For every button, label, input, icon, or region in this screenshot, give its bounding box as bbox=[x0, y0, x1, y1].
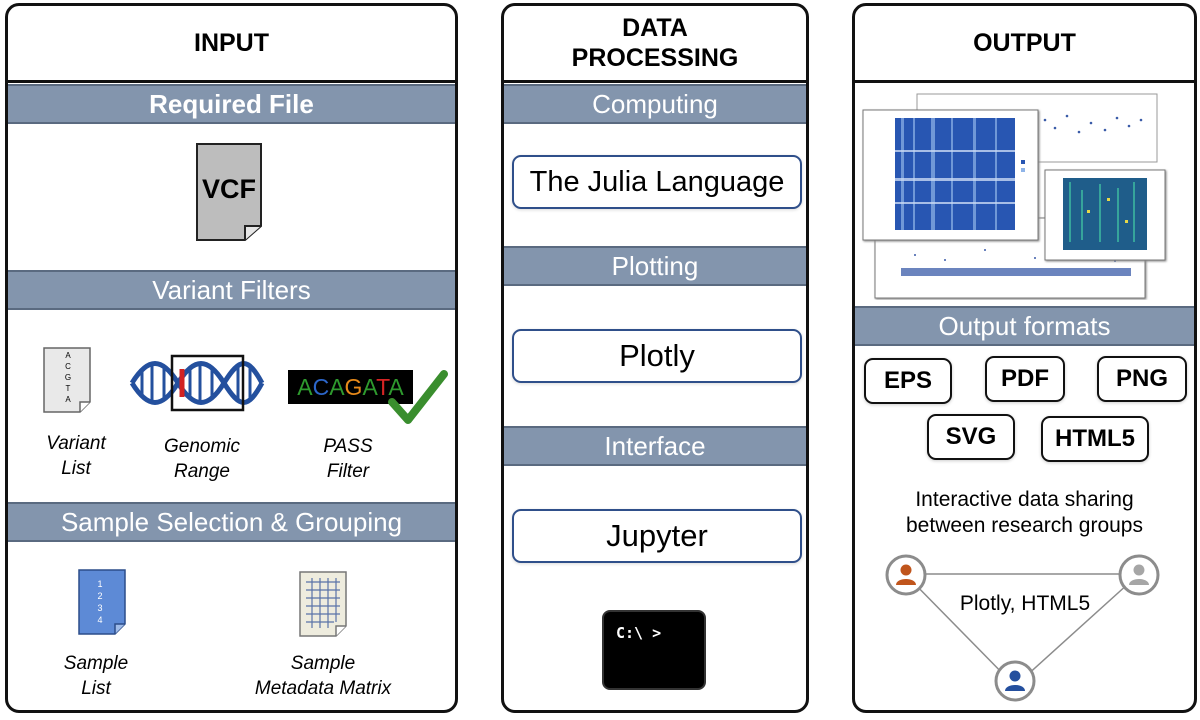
variant-list-letter: G bbox=[64, 373, 72, 382]
vcf-label: VCF bbox=[202, 174, 256, 204]
dna-helix-icon bbox=[128, 351, 266, 415]
sharing-text-line1: Interactive data sharing bbox=[915, 488, 1134, 511]
sample-matrix-caption-line1: Sample bbox=[290, 653, 356, 674]
pass-sequence: ACAGATA bbox=[297, 374, 404, 401]
interface-band: Interface bbox=[504, 426, 806, 466]
pass-filter-caption-line1: PASS bbox=[323, 436, 373, 457]
required-file-band: Required File bbox=[8, 84, 455, 124]
user-gray-icon bbox=[1118, 554, 1160, 596]
metadata-matrix-doc-icon bbox=[298, 570, 348, 638]
sample-selection-band: Sample Selection & Grouping bbox=[8, 502, 455, 542]
vcf-file-icon bbox=[195, 142, 263, 242]
input-title: INPUT bbox=[8, 6, 455, 83]
sharing-text-line2: between research groups bbox=[906, 514, 1143, 537]
terminal-icon: C:\ > bbox=[602, 610, 706, 690]
sample-list-caption-line2: List bbox=[81, 678, 111, 699]
pass-filter-caption: PASS Filter bbox=[298, 434, 398, 484]
genomic-range-caption-line2: Range bbox=[174, 461, 230, 482]
sample-matrix-caption-line2: Metadata Matrix bbox=[254, 678, 392, 699]
variant-list-letter: A bbox=[65, 351, 71, 360]
format-png-badge: PNG bbox=[1097, 356, 1187, 402]
network-label: Plotly, HTML5 bbox=[959, 592, 1091, 615]
sharing-network: Plotly, HTML5 bbox=[855, 536, 1194, 710]
format-html5-badge: HTML5 bbox=[1041, 416, 1149, 462]
sample-list-numbers: 1 2 3 4 bbox=[94, 578, 106, 626]
pass-filter-caption-line2: Filter bbox=[326, 461, 370, 482]
pass-sequence-letter: A bbox=[388, 373, 404, 400]
sample-list-number: 2 bbox=[97, 591, 103, 601]
variant-list-letter: T bbox=[65, 384, 71, 393]
checkmark-icon bbox=[388, 368, 448, 428]
processing-title: DATA PROCESSING bbox=[504, 6, 806, 83]
plot-thumbnails-image bbox=[855, 90, 1194, 300]
processing-title-line1: DATA bbox=[622, 14, 688, 42]
sample-list-number: 4 bbox=[97, 615, 103, 625]
processing-title-line2: PROCESSING bbox=[571, 44, 739, 72]
sample-list-caption-line1: Sample bbox=[63, 653, 129, 674]
variant-list-caption-line1: Variant bbox=[46, 433, 106, 454]
variant-list-caption-line2: List bbox=[61, 458, 91, 479]
sample-list-doc-icon bbox=[77, 568, 127, 636]
sample-list-number: 3 bbox=[97, 603, 103, 613]
plotting-band: Plotting bbox=[504, 246, 806, 286]
plotly-box: Plotly bbox=[512, 329, 802, 383]
user-orange-icon bbox=[885, 554, 927, 596]
variant-list-caption: Variant List bbox=[26, 431, 126, 481]
genomic-range-caption-line1: Genomic bbox=[163, 436, 241, 457]
user-blue-icon bbox=[994, 660, 1036, 702]
variant-list-doc-icon bbox=[42, 346, 92, 414]
format-pdf-badge: PDF bbox=[985, 356, 1065, 402]
terminal-prompt: C:\ > bbox=[616, 624, 662, 642]
julia-language-box: The Julia Language bbox=[512, 155, 802, 209]
output-panel: OUTPUT bbox=[852, 3, 1197, 713]
pass-sequence-letter: A bbox=[297, 373, 313, 400]
sample-list-number: 1 bbox=[97, 579, 103, 589]
sample-list-caption: Sample List bbox=[46, 651, 146, 701]
pass-sequence-letter: G bbox=[344, 373, 363, 400]
format-eps-badge: EPS bbox=[864, 358, 952, 404]
output-formats-band: Output formats bbox=[855, 306, 1194, 346]
jupyter-box: Jupyter bbox=[512, 509, 802, 563]
pass-sequence-letter: A bbox=[329, 373, 345, 400]
processing-panel: DATA PROCESSING Computing The Julia Lang… bbox=[501, 3, 809, 713]
genomic-range-caption: Genomic Range bbox=[152, 434, 252, 484]
variant-list-letter: C bbox=[65, 362, 71, 371]
computing-band: Computing bbox=[504, 84, 806, 124]
variant-filters-band: Variant Filters bbox=[8, 270, 455, 310]
sample-matrix-caption: Sample Metadata Matrix bbox=[233, 651, 413, 701]
input-panel: INPUT Required File VCF Variant Filters … bbox=[5, 3, 458, 713]
pass-sequence-letter: T bbox=[376, 373, 389, 400]
output-title: OUTPUT bbox=[855, 6, 1194, 83]
variant-list-letter: A bbox=[65, 395, 71, 404]
format-svg-badge: SVG bbox=[927, 414, 1015, 460]
pass-sequence-letter: A bbox=[362, 373, 377, 400]
pass-sequence-letter: C bbox=[312, 373, 330, 400]
sharing-text: Interactive data sharing between researc… bbox=[855, 487, 1194, 539]
